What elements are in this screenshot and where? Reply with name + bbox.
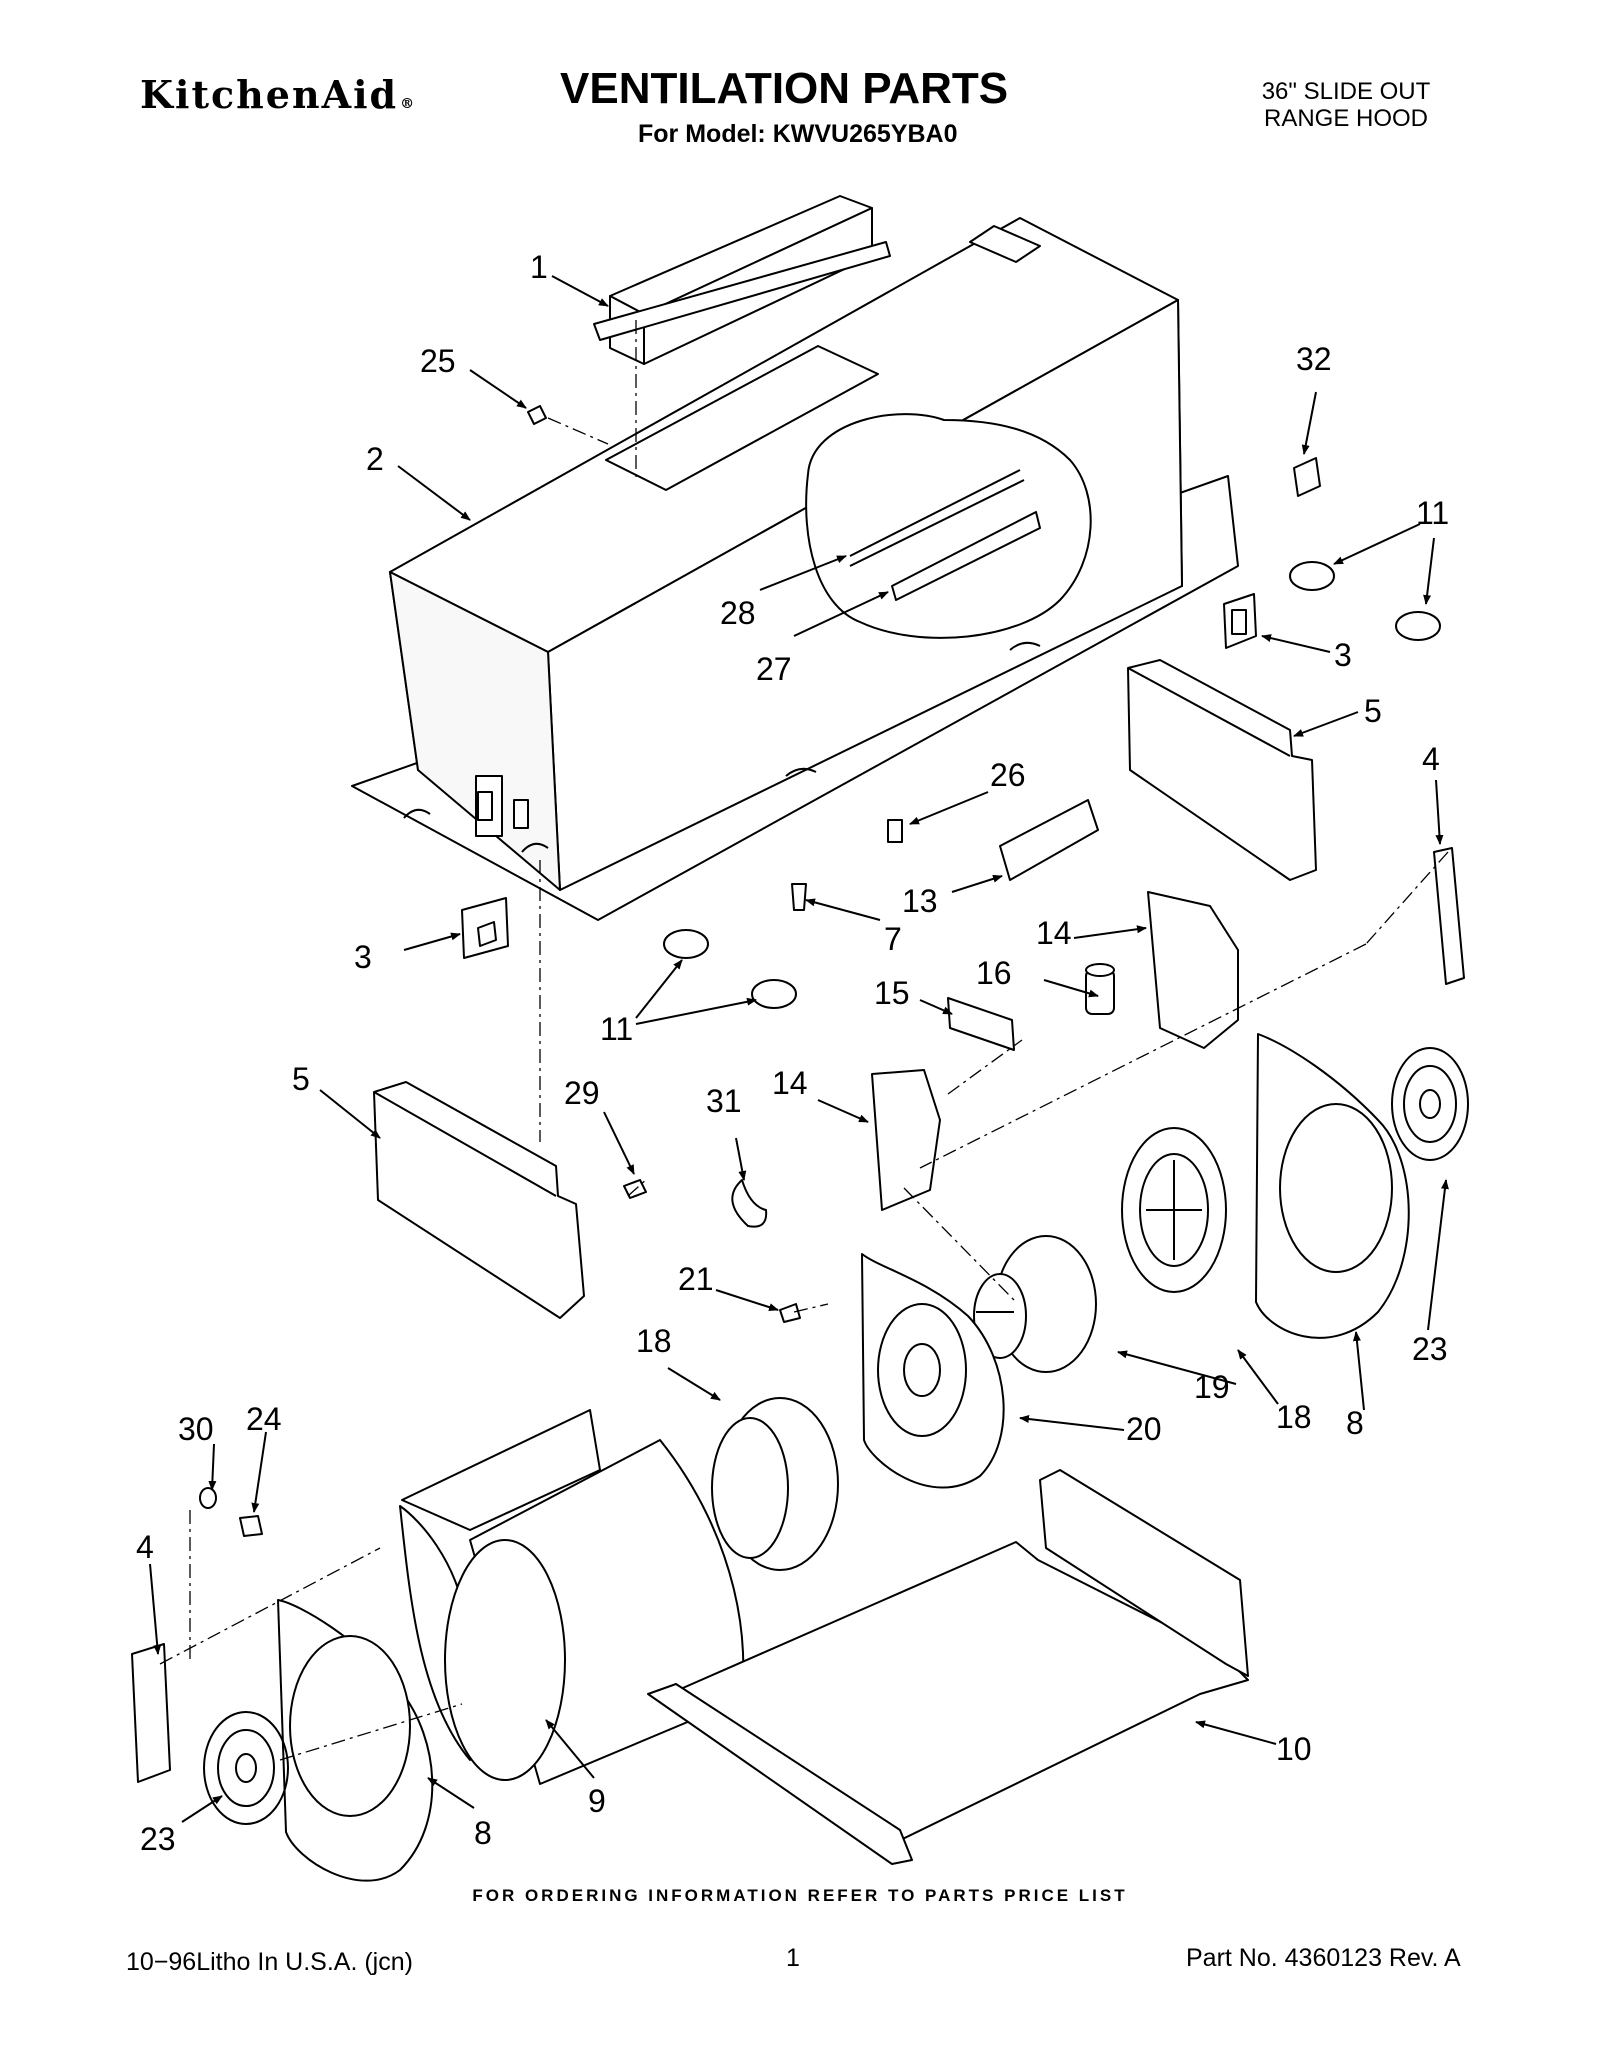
model-subtitle: For Model: KWVU265YBA0 [638,120,958,148]
clip-31 [731,1179,768,1228]
callout-15: 15 [874,975,910,1011]
callout-5-right: 5 [1364,693,1382,729]
blower-scroll [277,1033,1410,1882]
capacitor [1085,963,1115,1015]
brand-logo: KitchenAid® [140,72,416,117]
callout-11-upper: 11 [1416,495,1449,531]
callout-26: 26 [990,757,1026,793]
callout-23-left: 23 [140,1821,176,1857]
slide-out-tray [647,1469,1249,1865]
callout-7: 7 [884,921,902,957]
callout-8-left: 8 [474,1815,492,1851]
callout-11-lower: 11 [600,1011,633,1047]
callout-27: 27 [756,651,792,687]
motor-housing [871,891,1239,1211]
callout-19: 19 [1194,1369,1230,1405]
blower-wheel [711,1127,1227,1571]
callout-23-right: 23 [1412,1331,1448,1367]
callout-21: 21 [678,1261,714,1297]
model-type: 36" SLIDE OUT RANGE HOOD [1236,78,1456,132]
callout-labels: 1 25 2 32 11 28 27 3 5 4 26 13 7 3 14 16… [136,249,1449,1857]
switch [461,593,1257,959]
brand-name: KitchenAid [140,72,399,117]
callout-1: 1 [530,249,548,285]
callout-31: 31 [706,1083,742,1119]
callout-2: 2 [366,441,384,477]
bracket [1293,457,1321,497]
screw [623,819,903,1323]
callout-3-right: 3 [1334,637,1352,673]
hood-body [351,217,1239,921]
fan-guard [203,1047,1469,1825]
ordering-note: FOR ORDERING INFORMATION REFER TO PARTS … [472,1886,1128,1905]
callout-13: 13 [902,883,938,919]
callout-9: 9 [588,1783,606,1819]
callout-28: 28 [720,595,756,631]
control-bracket [373,659,1317,1319]
knob [663,561,1441,1009]
clip [527,405,547,425]
callout-5-left: 5 [292,1061,310,1097]
model-type-line1: 36" SLIDE OUT [1261,78,1431,105]
callout-3-left: 3 [354,939,372,975]
model-type-line2: RANGE HOOD [1263,105,1428,132]
callout-20: 20 [1126,1411,1162,1447]
brand-registered-mark: ® [400,96,417,112]
callout-4-left: 4 [136,1529,154,1565]
page-number: 1 [786,1944,800,1972]
callout-29: 29 [564,1075,600,1111]
callout-18-right: 18 [1276,1399,1312,1435]
motor-plate [861,1253,1005,1489]
alignment-lines [159,320,1449,1761]
mounting-plate [999,799,1099,881]
callout-10: 10 [1276,1731,1312,1767]
screw-24 [239,1515,263,1537]
callout-24: 24 [246,1401,282,1437]
callout-14-left: 14 [772,1065,808,1101]
callout-32: 32 [1296,341,1332,377]
callout-4-right: 4 [1422,741,1440,777]
callout-14-right: 14 [1036,915,1072,951]
callout-16: 16 [976,955,1012,991]
callout-18-left: 18 [636,1323,672,1359]
leader-lines [149,275,1449,1823]
duct-connector [593,195,891,365]
page-title: VENTILATION PARTS [560,64,1009,113]
part-number: Part No. 4360123 Rev. A [1186,1944,1461,1972]
callout-30: 30 [178,1411,214,1447]
callout-25: 25 [420,343,456,379]
terminal-block [947,997,1015,1051]
washer [199,1487,217,1509]
callout-8-right: 8 [1346,1405,1364,1441]
blower-drum [399,1409,745,1785]
litho-info: 10−96Litho In U.S.A. (jcn) [126,1948,413,1976]
motor [973,1235,1097,1373]
